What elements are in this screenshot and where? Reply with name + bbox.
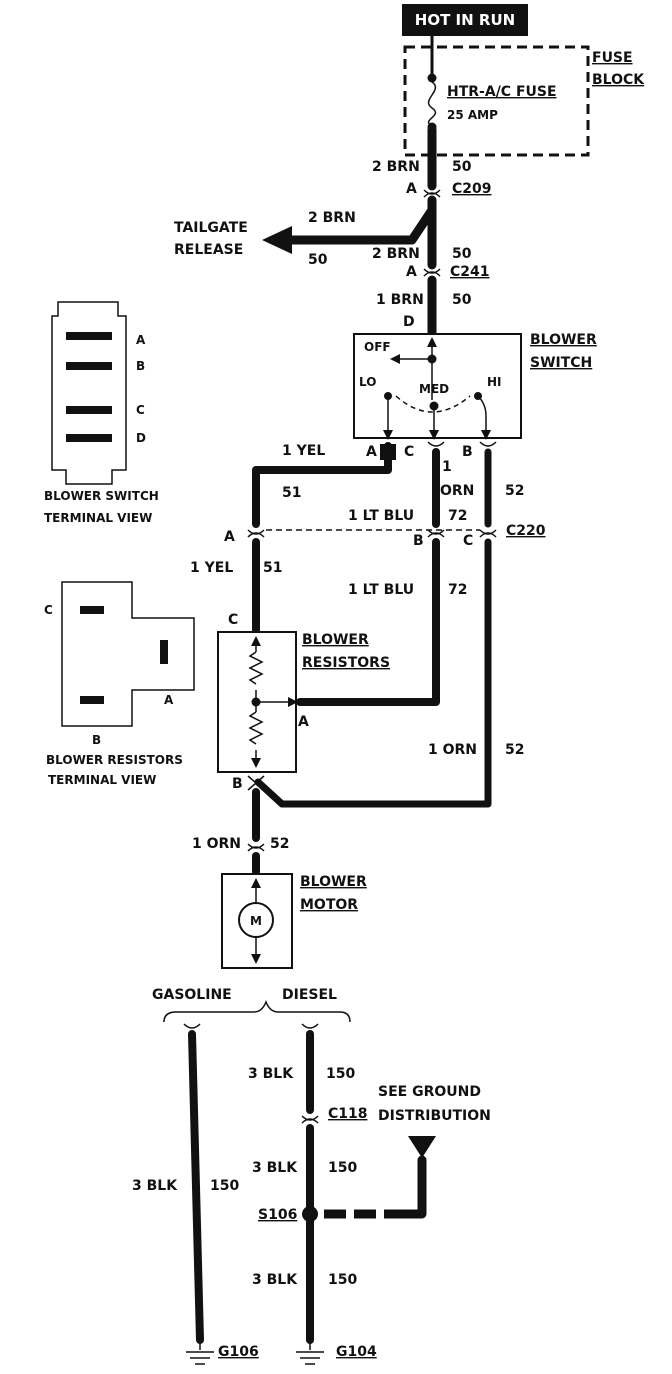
ground-g104-icon [296, 1340, 324, 1365]
blk-gas-wire-label: 3 BLK [132, 1178, 178, 1194]
switch-tv-pin-b: B [136, 359, 145, 373]
to-switch-wire-label: 1 BRN [376, 292, 424, 308]
switch-tv-caption-1: BLOWER SWITCH [44, 489, 159, 503]
c209-pin: A [406, 181, 417, 197]
fuse-block-title-2: BLOCK [592, 72, 645, 88]
to-c241-wire-num: 50 [452, 246, 472, 262]
ground-section [163, 999, 436, 1365]
blk-gas-wire-num: 150 [210, 1178, 239, 1194]
tailgate-wire-num: 50 [308, 252, 328, 268]
switch-tv-pin-c: C [136, 403, 145, 417]
fuse-out-wire-num: 50 [452, 159, 472, 175]
yel2-wire-label: 1 YEL [190, 560, 233, 576]
switch-pin-c: C [404, 444, 414, 460]
orn2-wire-num: 52 [505, 742, 524, 758]
blk3-wire-num: 150 [328, 1272, 357, 1288]
c241-pin: A [406, 264, 417, 280]
resistors-pin-b: B [232, 776, 243, 792]
switch-pin-b: B [462, 444, 473, 460]
orn3-wire-num: 52 [270, 836, 289, 852]
see-ground-2: DISTRIBUTION [378, 1108, 491, 1124]
orn3-wire-label: 1 ORN [192, 836, 241, 852]
orn-wire-num: 52 [505, 483, 524, 499]
tailgate-label-1: TAILGATE [174, 220, 248, 236]
switch-terminal-view: A B C D BLOWER SWITCH TERMINAL VIEW [44, 301, 159, 525]
switch-med: MED [419, 382, 449, 396]
switch-off: OFF [364, 340, 391, 354]
ltblu-wire-label: 1 LT BLU [348, 508, 414, 524]
ltblu2-wire-num: 72 [448, 582, 467, 598]
resistor-tv-caption-2: TERMINAL VIEW [48, 773, 156, 787]
blk3-wire-label: 3 BLK [252, 1272, 298, 1288]
motor-feed-wire [247, 788, 265, 876]
feed-wire [262, 125, 441, 337]
c220-pin-b: B [413, 533, 424, 549]
blk1-wire-label: 3 BLK [248, 1066, 294, 1082]
blk2-wire-label: 3 BLK [252, 1160, 298, 1176]
c241-label: C241 [450, 264, 490, 280]
tailgate-label-2: RELEASE [174, 242, 243, 258]
resistor-tv-caption-1: BLOWER RESISTORS [46, 753, 183, 767]
g106-label: G106 [218, 1344, 259, 1360]
hot-in-run-banner: HOT IN RUN [402, 4, 528, 36]
to-switch-wire-num: 50 [452, 292, 472, 308]
resistor-tv-pin-c: C [44, 603, 53, 617]
fuse-name: HTR-A/C FUSE [447, 84, 557, 100]
resistors-title-1: BLOWER [302, 632, 369, 648]
switch-output-wires [247, 441, 497, 808]
resistors-pin-c: C [228, 612, 238, 628]
blower-motor: BLOWER MOTOR M [221, 873, 367, 969]
resistors-pin-a: A [298, 714, 309, 730]
s106-label: S106 [258, 1207, 297, 1223]
orn-prefix: 1 [442, 459, 452, 475]
fuse-block: FUSE BLOCK HTR-A/C FUSE 25 AMP [403, 34, 645, 157]
switch-tv-pin-d: D [136, 431, 146, 445]
g104-label: G104 [336, 1344, 377, 1360]
c118-label: C118 [328, 1106, 368, 1122]
ltblu2-wire-label: 1 LT BLU [348, 582, 414, 598]
yel-wire-label: 1 YEL [282, 443, 325, 459]
resistor-terminal-view: C A B BLOWER RESISTORS TERMINAL VIEW [44, 581, 195, 787]
orn-wire-label: ORN [440, 483, 474, 499]
switch-tv-caption-2: TERMINAL VIEW [44, 511, 152, 525]
diesel-label: DIESEL [282, 987, 337, 1003]
blower-switch-title-2: SWITCH [530, 355, 592, 371]
fuse-block-title-1: FUSE [592, 50, 633, 66]
fuse-out-wire-label: 2 BRN [372, 159, 420, 175]
blower-switch-title-1: BLOWER [530, 332, 597, 348]
resistor-tv-pin-a: A [164, 693, 174, 707]
orn2-wire-label: 1 ORN [428, 742, 477, 758]
yel-wire-num: 51 [282, 485, 301, 501]
to-c241-wire-label: 2 BRN [372, 246, 420, 262]
ltblu-wire-num: 72 [448, 508, 467, 524]
ground-g106-icon [186, 1340, 214, 1365]
blk1-wire-num: 150 [326, 1066, 355, 1082]
motor-title-1: BLOWER [300, 874, 367, 890]
see-ground-1: SEE GROUND [378, 1084, 481, 1100]
tailgate-wire-label: 2 BRN [308, 210, 356, 226]
hot-in-run-label: HOT IN RUN [415, 11, 515, 29]
c220-pin-c: C [463, 533, 473, 549]
switch-pin-a: A [366, 444, 377, 460]
switch-pin-d: D [403, 314, 415, 330]
yel2-wire-num: 51 [263, 560, 282, 576]
resistor-tv-pin-b: B [92, 733, 101, 747]
blk2-wire-num: 150 [328, 1160, 357, 1176]
gasoline-label: GASOLINE [152, 987, 232, 1003]
resistors-title-2: RESISTORS [302, 655, 390, 671]
c209-label: C209 [452, 181, 492, 197]
switch-hi: HI [487, 375, 502, 389]
switch-tv-pin-a: A [136, 333, 146, 347]
c220-label: C220 [506, 523, 546, 539]
fuse-rating: 25 AMP [447, 108, 498, 122]
c220-pin-a: A [224, 529, 235, 545]
motor-symbol: M [250, 914, 262, 928]
switch-lo: LO [359, 375, 376, 389]
blower-resistors: C BLOWER RESISTORS A B [217, 612, 390, 792]
blower-switch: BLOWER SWITCH OFF LO MED HI A C B [353, 332, 597, 460]
motor-title-2: MOTOR [300, 897, 358, 913]
